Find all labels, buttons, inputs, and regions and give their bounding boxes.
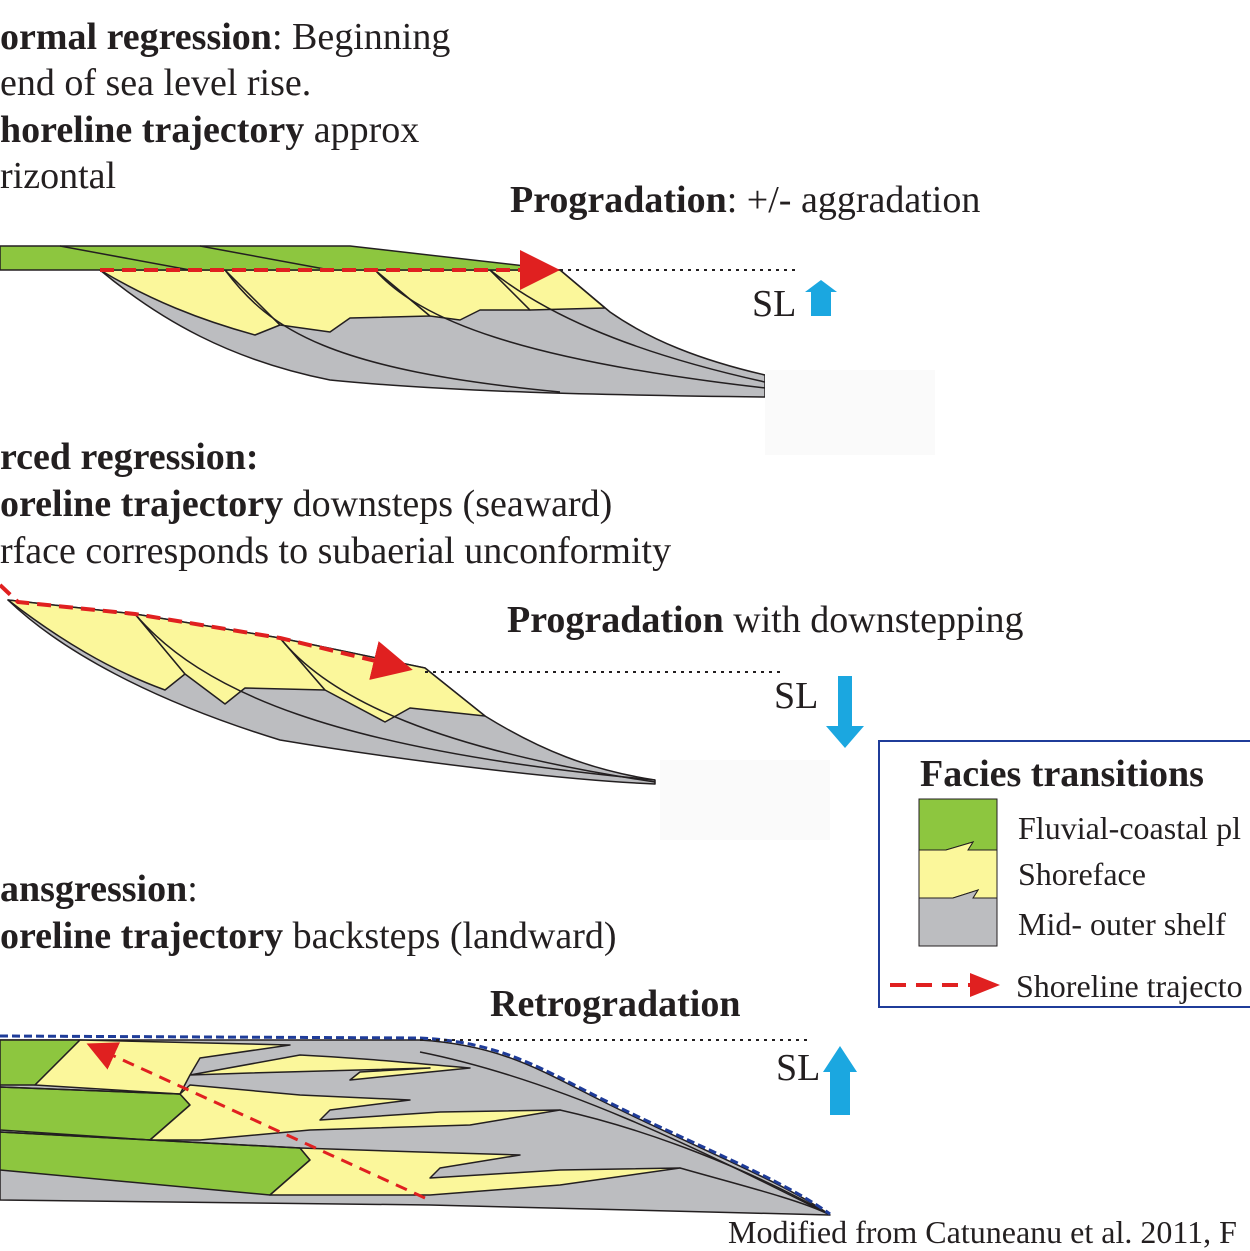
forced-shoreline-trajectory xyxy=(0,583,413,680)
sea-level-label-normal: SL xyxy=(752,283,797,325)
forced-regression-diagram xyxy=(0,583,780,785)
normal-regression-diagram xyxy=(0,245,800,398)
normal-regression-line4: rizontal xyxy=(0,155,117,197)
retro-shoreface-1 xyxy=(34,1039,471,1095)
forced-shoreface-1 xyxy=(7,599,186,691)
legend-title: Facies transitions xyxy=(920,753,1204,795)
transgression-line1: ansgression: xyxy=(0,868,198,910)
normal-fluvial-top xyxy=(0,245,561,271)
legend-item-fluvial: Fluvial-coastal pl xyxy=(1018,810,1242,846)
legend-item-trajectory: Shoreline trajecto xyxy=(1016,968,1243,1004)
normal-shoreface-1 xyxy=(99,269,281,336)
legend-facies-swatch xyxy=(918,798,998,947)
normal-regression-heading: Progradation: +/- aggradation xyxy=(510,179,981,221)
forced-regression-line1: rced regression: xyxy=(0,436,259,478)
retro-shoreface-3 xyxy=(269,1147,681,1196)
forced-shoreface-3 xyxy=(279,637,486,723)
transgression-diagram xyxy=(0,1034,831,1216)
retro-sea-level-up-arrow xyxy=(823,1046,857,1115)
legend-item-shoreface: Shoreface xyxy=(1018,856,1146,892)
legend-item-shelf: Mid- outer shelf xyxy=(1018,906,1226,942)
sea-level-label-forced: SL xyxy=(774,675,819,717)
normal-regression-line1: ormal regression: Beginning xyxy=(0,16,451,58)
forced-sea-level-down-arrow xyxy=(826,676,864,748)
normal-sea-level-up-arrow xyxy=(805,280,837,316)
legend-trajectory-icon xyxy=(890,973,1000,997)
forced-regression-line2: oreline trajectory downsteps (seaward) xyxy=(0,483,613,525)
transgression-heading: Retrogradation xyxy=(490,983,741,1025)
facies-legend: Facies transitions Fluvial-coastal pl Sh… xyxy=(878,740,1250,1008)
forced-regression-line3: rface corresponds to subaerial unconform… xyxy=(0,530,672,572)
retro-top-outline xyxy=(0,1034,831,1216)
forced-regression-heading: Progradation with downstepping xyxy=(507,599,1024,641)
transgression-line2: oreline trajectory backsteps (landward) xyxy=(0,915,617,957)
normal-regression-line2: end of sea level rise. xyxy=(0,62,312,104)
retro-shoreline-trajectory xyxy=(86,1042,426,1200)
normal-regression-line3: horeline trajectory approx xyxy=(0,109,420,151)
sea-level-label-transgression: SL xyxy=(776,1047,821,1089)
source-credit: Modified from Catuneanu et al. 2011, F xyxy=(728,1214,1237,1250)
